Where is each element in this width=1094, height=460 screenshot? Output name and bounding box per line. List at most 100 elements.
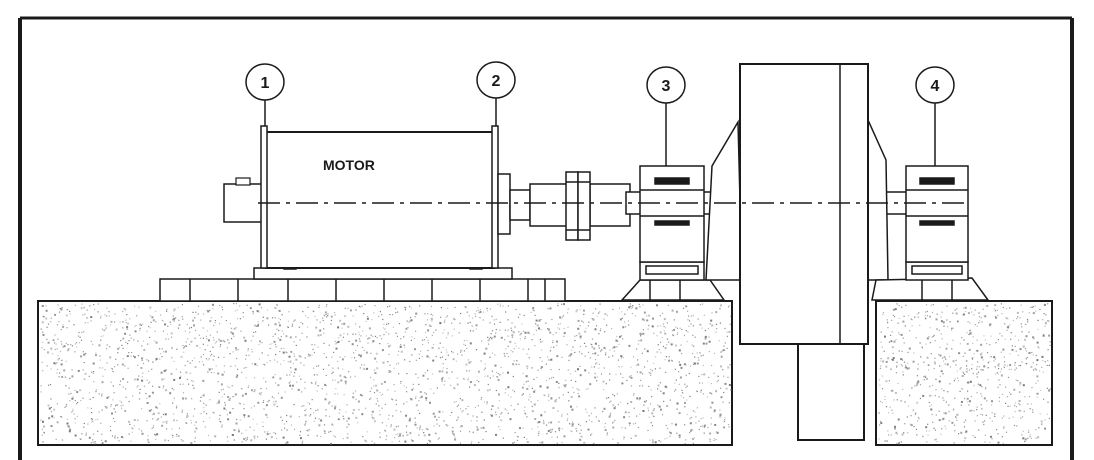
concrete-speckle xyxy=(217,372,220,375)
concrete-speckle xyxy=(281,429,283,431)
concrete-speckle xyxy=(684,424,686,426)
concrete-speckle xyxy=(580,429,582,431)
concrete-speckle xyxy=(389,370,392,373)
concrete-speckle xyxy=(591,346,593,348)
concrete-speckle xyxy=(62,324,64,326)
concrete-speckle xyxy=(916,401,919,404)
concrete-speckle xyxy=(143,385,145,387)
concrete-speckle xyxy=(457,416,459,418)
concrete-speckle xyxy=(142,323,144,325)
concrete-speckle xyxy=(300,356,302,358)
concrete-speckle xyxy=(495,328,497,331)
concrete-speckle xyxy=(405,307,407,309)
concrete-speckle xyxy=(537,399,539,402)
concrete-speckle xyxy=(935,414,937,416)
concrete-speckle xyxy=(904,364,907,366)
concrete-speckle xyxy=(245,377,247,379)
concrete-speckle xyxy=(346,333,349,335)
concrete-speckle xyxy=(138,375,140,377)
concrete-speckle xyxy=(558,429,560,432)
concrete-speckle xyxy=(593,442,595,445)
concrete-speckle xyxy=(608,415,611,418)
concrete-speckle xyxy=(373,369,376,371)
concrete-speckle xyxy=(295,358,298,361)
concrete-speckle xyxy=(689,320,691,322)
concrete-speckle xyxy=(892,412,894,414)
concrete-speckle xyxy=(500,336,503,339)
concrete-speckle xyxy=(1042,371,1044,373)
concrete-speckle xyxy=(238,428,240,430)
concrete-speckle xyxy=(557,327,559,329)
concrete-speckle xyxy=(891,346,894,349)
concrete-speckle xyxy=(233,439,235,441)
concrete-speckle xyxy=(472,330,474,332)
concrete-speckle xyxy=(343,333,345,335)
concrete-speckle xyxy=(632,356,635,358)
concrete-speckle xyxy=(445,316,447,318)
concrete-speckle xyxy=(395,332,397,334)
concrete-speckle xyxy=(255,325,258,327)
concrete-speckle xyxy=(477,370,480,373)
concrete-speckle xyxy=(716,381,718,383)
concrete-speckle xyxy=(692,363,695,365)
concrete-speckle xyxy=(141,357,144,360)
concrete-speckle xyxy=(315,381,317,383)
concrete-speckle xyxy=(469,330,472,332)
concrete-speckle xyxy=(989,344,991,346)
concrete-speckle xyxy=(943,390,945,392)
concrete-speckle xyxy=(352,315,354,317)
concrete-speckle xyxy=(182,440,184,442)
concrete-speckle xyxy=(324,398,327,401)
concrete-speckle xyxy=(189,372,191,374)
concrete-speckle xyxy=(161,378,164,381)
concrete-speckle xyxy=(656,304,658,307)
concrete-speckle xyxy=(281,314,283,316)
concrete-speckle xyxy=(954,378,956,380)
concrete-speckle xyxy=(694,362,696,365)
concrete-speckle xyxy=(547,356,549,358)
concrete-speckle xyxy=(526,353,528,355)
concrete-speckle xyxy=(978,322,980,324)
concrete-speckle xyxy=(959,343,961,345)
concrete-speckle xyxy=(180,355,183,358)
concrete-speckle xyxy=(987,379,989,381)
concrete-speckle xyxy=(316,319,318,321)
concrete-speckle xyxy=(535,319,538,322)
concrete-speckle xyxy=(935,389,937,391)
callout-4: 4 xyxy=(915,66,955,166)
concrete-speckle xyxy=(410,339,412,341)
concrete-speckle xyxy=(633,393,635,395)
concrete-speckle xyxy=(114,437,116,439)
concrete-speckle xyxy=(87,322,89,324)
concrete-speckle xyxy=(218,418,220,420)
concrete-speckle xyxy=(640,339,643,342)
concrete-speckle xyxy=(467,413,469,415)
concrete-speckle xyxy=(371,414,373,416)
concrete-speckle xyxy=(425,324,427,326)
concrete-speckle xyxy=(122,404,124,406)
concrete-speckle xyxy=(445,349,447,351)
concrete-speckle xyxy=(187,360,189,362)
concrete-speckle xyxy=(417,377,419,379)
concrete-speckle xyxy=(966,360,968,362)
concrete-speckle xyxy=(555,381,558,383)
concrete-speckle xyxy=(710,423,712,425)
concrete-speckle xyxy=(491,315,493,317)
concrete-speckle xyxy=(971,368,973,370)
concrete-speckle xyxy=(324,383,327,386)
concrete-speckle xyxy=(77,401,79,404)
concrete-speckle xyxy=(207,310,210,313)
concrete-speckle xyxy=(471,440,473,442)
concrete-speckle xyxy=(436,423,438,425)
concrete-speckle xyxy=(557,305,559,307)
concrete-speckle xyxy=(998,368,1000,370)
concrete-speckle xyxy=(42,370,44,372)
concrete-speckle xyxy=(152,418,154,420)
concrete-speckle xyxy=(339,409,341,411)
concrete-speckle xyxy=(645,400,647,402)
concrete-speckle xyxy=(61,376,64,378)
concrete-speckle xyxy=(308,429,310,431)
concrete-speckle xyxy=(134,326,136,328)
concrete-speckle xyxy=(383,381,386,383)
concrete-speckle xyxy=(923,361,925,363)
